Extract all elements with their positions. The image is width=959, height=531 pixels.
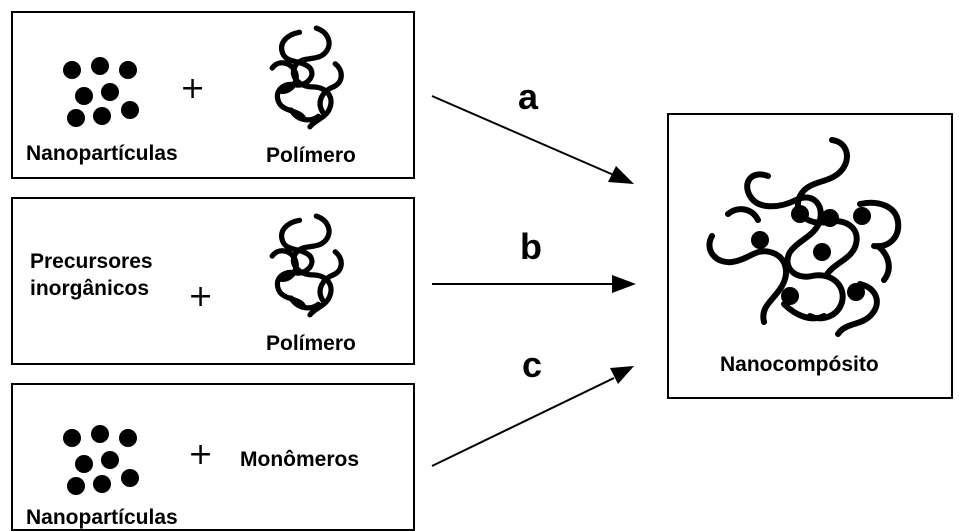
route-b-plus: +	[188, 279, 214, 314]
polymer-chain-icon	[272, 216, 341, 315]
route-c-right-label: Monômeros	[240, 448, 360, 471]
arrow-icon	[431, 366, 634, 467]
nanocomposite-particles	[751, 205, 871, 305]
polymer-chain-icon	[272, 28, 341, 127]
arrow-b-label: b	[520, 226, 542, 267]
route-a-plus: +	[180, 71, 206, 106]
route-c-left-label: Nanopartículas	[26, 506, 178, 529]
product-label: Nanocompósito	[720, 353, 879, 376]
route-b-left-label-line1: Precursores	[30, 250, 153, 273]
arrow-a-label: a	[518, 76, 539, 117]
nanocomposite-icon	[706, 137, 902, 337]
arrow-icon	[431, 95, 634, 184]
route-b-left-label-line2: inorgânicos	[30, 277, 150, 300]
route-b-right-label: Polímero	[266, 332, 356, 355]
route-a-right-label: Polímero	[266, 144, 356, 167]
route-c-plus: +	[188, 437, 214, 472]
product-box	[667, 113, 953, 399]
arrow-c-label: c	[522, 344, 543, 385]
route-a-left-label: Nanopartículas	[26, 142, 178, 165]
route-b-box	[11, 197, 415, 365]
route-a-box	[11, 11, 415, 179]
route-c-box	[11, 383, 415, 531]
nanoparticle-cluster-icon	[63, 425, 139, 495]
arrow-icon	[432, 275, 636, 293]
nanoparticle-cluster-icon	[63, 57, 139, 127]
